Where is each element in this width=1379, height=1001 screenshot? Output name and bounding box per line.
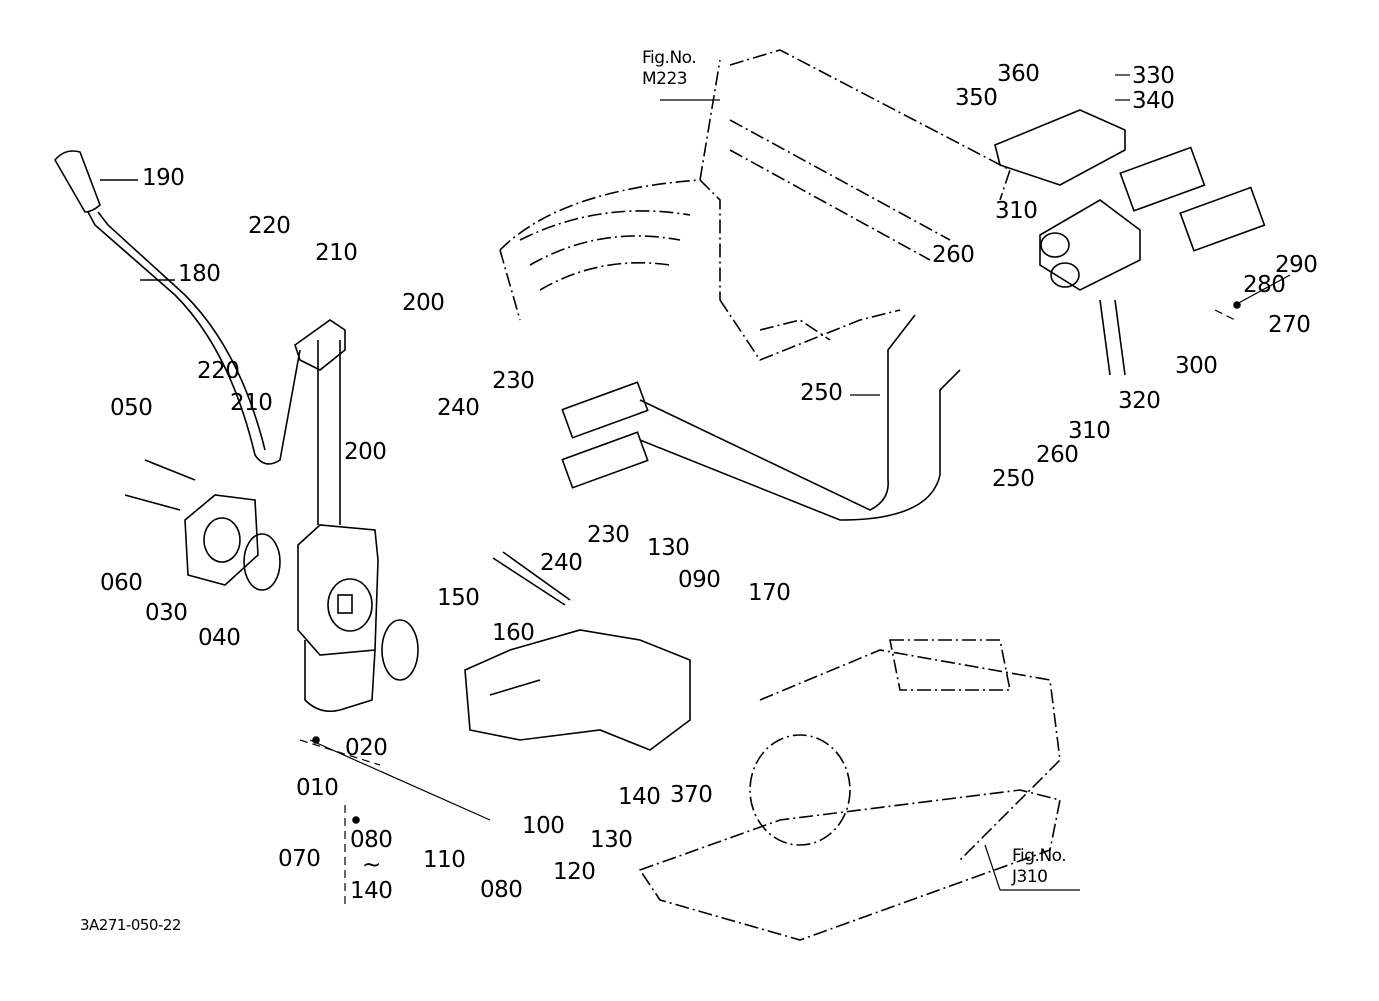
tractor-body-outline: [499, 49, 1011, 361]
callout-220[interactable]: 220: [197, 358, 240, 384]
reference-fig-m223[interactable]: Fig.No. M223: [642, 48, 697, 90]
callout-270[interactable]: 270: [1268, 312, 1311, 338]
callout-370[interactable]: 370: [670, 782, 713, 808]
callout-250[interactable]: 250: [992, 466, 1035, 492]
diagram-code: 3A271-050-22: [80, 916, 181, 934]
callout-090[interactable]: 090: [678, 567, 721, 593]
callout-230[interactable]: 230: [492, 368, 535, 394]
callout-050[interactable]: 050: [110, 395, 153, 421]
callout-350[interactable]: 350: [955, 85, 998, 111]
callout-060[interactable]: 060: [100, 570, 143, 596]
callout-160[interactable]: 160: [492, 620, 535, 646]
callout-340[interactable]: 340: [1132, 88, 1175, 114]
callout-310[interactable]: 310: [995, 198, 1038, 224]
callout-110[interactable]: 110: [423, 847, 466, 873]
transmission-housing: [638, 639, 1061, 941]
callout-260[interactable]: 260: [1036, 442, 1079, 468]
callout-260[interactable]: 260: [932, 242, 975, 268]
callout-140[interactable]: 140: [618, 784, 661, 810]
fig-number: M223: [642, 69, 688, 89]
callout-360[interactable]: 360: [997, 61, 1040, 87]
callout-130[interactable]: 130: [590, 827, 633, 853]
callout-310[interactable]: 310: [1068, 418, 1111, 444]
callout-190[interactable]: 190: [142, 165, 185, 191]
callout-170[interactable]: 170: [748, 580, 791, 606]
lever-assembly: [54, 150, 301, 465]
coupler-block: [994, 109, 1266, 376]
callout-210[interactable]: 210: [315, 240, 358, 266]
leader-lines: [299, 74, 1291, 905]
callout-200[interactable]: 200: [402, 290, 445, 316]
callout-230[interactable]: 230: [587, 522, 630, 548]
callout-290[interactable]: 290: [1275, 252, 1318, 278]
callout-300[interactable]: 300: [1175, 353, 1218, 379]
callout-330[interactable]: 330: [1132, 63, 1175, 89]
callout-280[interactable]: 280: [1243, 272, 1286, 298]
hydraulic-lines: [561, 314, 961, 521]
callout-010[interactable]: 010: [296, 775, 339, 801]
callout-180[interactable]: 180: [178, 261, 221, 287]
callout-070[interactable]: 070: [278, 846, 321, 872]
callout-240[interactable]: 240: [437, 395, 480, 421]
callout-120[interactable]: 120: [553, 859, 596, 885]
callout-040[interactable]: 040: [198, 625, 241, 651]
callout-200[interactable]: 200: [344, 439, 387, 465]
fig-number: J310: [1012, 867, 1048, 887]
flange-and-orings: [124, 459, 419, 681]
fig-label: Fig.No.: [1012, 846, 1067, 866]
fig-label: Fig.No.: [642, 48, 697, 68]
callout-220[interactable]: 220: [248, 213, 291, 239]
callout-080[interactable]: 080: [480, 877, 523, 903]
callout-080-range-start: 080: [350, 827, 393, 853]
manifold-block: [464, 551, 691, 751]
callout-100[interactable]: 100: [522, 813, 565, 839]
callout-210[interactable]: 210: [230, 390, 273, 416]
callout-140-range-end: 140: [350, 878, 393, 904]
callout-320[interactable]: 320: [1118, 388, 1161, 414]
callout-130[interactable]: 130: [647, 535, 690, 561]
callout-020[interactable]: 020: [345, 735, 388, 761]
callout-250[interactable]: 250: [800, 380, 843, 406]
callout-150[interactable]: 150: [437, 585, 480, 611]
reference-fig-j310[interactable]: Fig.No. J310: [1012, 846, 1067, 888]
control-valve-body: [294, 319, 379, 713]
range-tilde: ~: [362, 852, 381, 878]
callout-240[interactable]: 240: [540, 550, 583, 576]
callout-030[interactable]: 030: [145, 600, 188, 626]
